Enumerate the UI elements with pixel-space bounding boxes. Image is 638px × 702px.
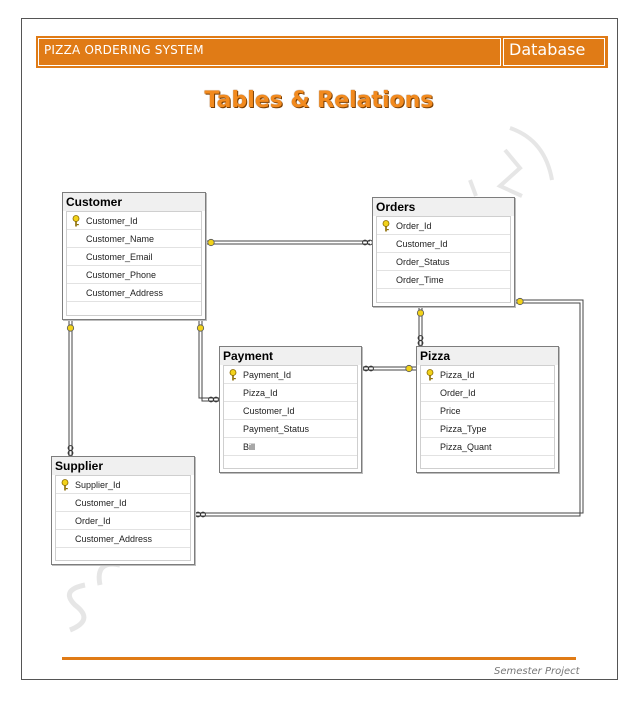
table-row: Customer_Id: [224, 402, 357, 420]
table-row: Payment_Id: [224, 366, 357, 384]
field-name: Payment_Id: [243, 370, 292, 380]
header-section-box: [503, 38, 605, 66]
table-row: Order_Id: [56, 512, 190, 530]
table-row: Customer_Id: [56, 494, 190, 512]
page-heading: Tables & Relations: [204, 88, 434, 113]
table-row: Order_Id: [421, 384, 554, 402]
field-name: Supplier_Id: [75, 480, 121, 490]
payment-table-title: Payment: [220, 347, 361, 365]
field-name: Pizza_Id: [440, 370, 475, 380]
orders-pizza-key-end: [416, 309, 425, 317]
key-icon: [382, 220, 390, 232]
payment-table: Payment Payment_Id Pizza_Id Customer_Id …: [219, 346, 362, 473]
field-name: Customer_Name: [86, 234, 155, 244]
payment-table-body: Payment_Id Pizza_Id Customer_Id Payment_…: [223, 365, 358, 469]
customer-payment-many-end: [208, 396, 219, 403]
table-row: Customer_Id: [67, 212, 201, 230]
pizza-table-title: Pizza: [417, 347, 558, 365]
customer-table-body: Customer_Id Customer_Name Customer_Email…: [66, 211, 202, 316]
field-name: Pizza_Id: [243, 388, 278, 398]
table-row: Customer_Email: [67, 248, 201, 266]
field-name: Customer_Id: [75, 498, 127, 508]
field-name: Order_Id: [75, 516, 111, 526]
customer-table: Customer Customer_Id Customer_Name Custo…: [62, 192, 206, 320]
customer-supplier-key-end: [66, 324, 75, 332]
table-row: Order_Id: [377, 217, 510, 235]
table-row: Pizza_Quant: [421, 438, 554, 456]
footer-text: Semester Project: [494, 666, 580, 677]
table-row: Customer_Address: [56, 530, 190, 548]
key-icon: [72, 215, 80, 227]
orders-supplier-key-end: [516, 297, 524, 306]
supplier-table: Supplier Supplier_Id Customer_Id Order_I…: [51, 456, 195, 565]
pizza-table: Pizza Pizza_Id Order_Id Price Pizza_Type…: [416, 346, 559, 473]
orders-table: Orders Order_Id Customer_Id Order_Status…: [372, 197, 515, 307]
field-name: Order_Id: [396, 221, 432, 231]
table-row: Order_Status: [377, 253, 510, 271]
field-name: Order_Status: [396, 257, 450, 267]
customer-orders-key-end: [207, 238, 215, 247]
key-icon: [61, 479, 69, 491]
field-name: Customer_Id: [243, 406, 295, 416]
table-row: Order_Time: [377, 271, 510, 289]
field-name: Price: [440, 406, 461, 416]
table-row: Customer_Id: [377, 235, 510, 253]
key-icon: [229, 369, 237, 381]
field-name: Customer_Id: [396, 239, 448, 249]
table-row: Price: [421, 402, 554, 420]
orders-supplier-many-end: [195, 511, 206, 518]
field-name: Bill: [243, 442, 256, 452]
table-row: Customer_Name: [67, 230, 201, 248]
field-name: Pizza_Type: [440, 424, 487, 434]
orders-table-title: Orders: [373, 198, 514, 216]
header-section: Database: [509, 40, 586, 59]
field-name: Pizza_Quant: [440, 442, 492, 452]
customer-table-title: Customer: [63, 193, 205, 211]
table-row: Customer_Address: [67, 284, 201, 302]
pizza-payment-many-end: [363, 365, 374, 372]
table-row: Supplier_Id: [56, 476, 190, 494]
pizza-payment-key-end: [405, 364, 413, 373]
page-frame: [21, 18, 618, 680]
orders-pizza-many-end: [417, 335, 424, 346]
key-icon: [426, 369, 434, 381]
customer-payment-key-end: [196, 324, 205, 332]
field-name: Customer_Email: [86, 252, 153, 262]
field-name: Customer_Id: [86, 216, 138, 226]
field-name: Order_Id: [440, 388, 476, 398]
footer-rule: [62, 657, 576, 660]
table-row: Customer_Phone: [67, 266, 201, 284]
pizza-table-body: Pizza_Id Order_Id Price Pizza_Type Pizza…: [420, 365, 555, 469]
table-row: Pizza_Type: [421, 420, 554, 438]
supplier-table-body: Supplier_Id Customer_Id Order_Id Custome…: [55, 475, 191, 561]
field-name: Customer_Address: [75, 534, 153, 544]
field-name: Customer_Address: [86, 288, 164, 298]
customer-supplier-many-end: [67, 445, 74, 456]
field-name: Payment_Status: [243, 424, 310, 434]
header-title: PIZZA ORDERING SYSTEM: [44, 43, 204, 57]
orders-table-body: Order_Id Customer_Id Order_Status Order_…: [376, 216, 511, 303]
field-name: Order_Time: [396, 275, 444, 285]
header-title-box: [38, 38, 501, 66]
table-row: Bill: [224, 438, 357, 456]
table-row: Payment_Status: [224, 420, 357, 438]
header-bar: [36, 36, 608, 68]
supplier-table-title: Supplier: [52, 457, 194, 475]
field-name: Customer_Phone: [86, 270, 157, 280]
table-row: Pizza_Id: [421, 366, 554, 384]
table-row: Pizza_Id: [224, 384, 357, 402]
